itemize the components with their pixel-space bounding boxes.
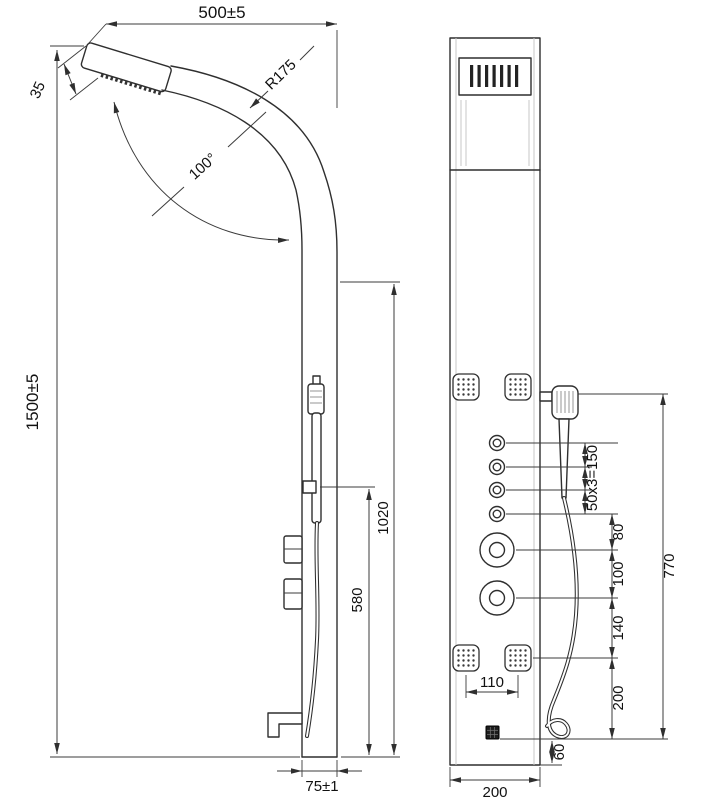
hand-shower-front bbox=[539, 385, 579, 499]
waterfall-grille bbox=[458, 57, 532, 96]
dim-label-knob-spacing: 100 bbox=[610, 561, 627, 586]
dim-controls-span: 770 bbox=[660, 394, 678, 739]
diverter-buttons bbox=[488, 434, 506, 523]
dim-overall-height: 1500±5 bbox=[23, 45, 300, 758]
dim-arm-radius: R175 bbox=[249, 45, 315, 109]
dim-label-head-thickness: 35 bbox=[27, 79, 49, 101]
dim-label-button-to-knob: 80 bbox=[610, 524, 627, 541]
dim-panel-depth: 75±1 bbox=[277, 760, 362, 795]
mixer-knob-top bbox=[479, 532, 515, 568]
hand-shower-handle bbox=[558, 418, 570, 499]
dim-outlet-offset: 60 bbox=[549, 741, 568, 763]
dim-label-panel-width: 200 bbox=[482, 784, 507, 800]
dim-label-hand-shower-height: 580 bbox=[349, 587, 366, 612]
body-jet-top-right bbox=[504, 373, 532, 401]
spout-side bbox=[267, 712, 303, 738]
body-jet-bottom-left bbox=[452, 644, 480, 672]
dim-jet-spacing: 110 bbox=[465, 674, 519, 698]
dim-knob-spacing: 100 bbox=[609, 550, 627, 598]
dim-hand-shower-height: 580 bbox=[320, 486, 375, 755]
dim-label-jet-spacing: 110 bbox=[480, 674, 504, 691]
dim-label-button-spacing: 50x3=150 bbox=[584, 445, 601, 511]
shower-head bbox=[80, 42, 172, 96]
body-jet-top-left bbox=[452, 373, 480, 401]
spray-nozzle-row bbox=[100, 73, 164, 96]
hand-shower-bracket bbox=[539, 391, 553, 402]
dim-label-panel-depth: 75±1 bbox=[305, 778, 338, 795]
dim-label-outlet-offset: 60 bbox=[551, 744, 568, 761]
dim-button-to-knob: 80 bbox=[609, 514, 627, 550]
dim-label-overall-height: 1500±5 bbox=[23, 374, 42, 431]
dim-label-controls-span: 770 bbox=[661, 553, 678, 578]
dim-label-arm-angle: 100° bbox=[186, 150, 220, 183]
wand-bracket bbox=[302, 480, 317, 494]
dim-jets-to-outlet: 200 bbox=[609, 658, 627, 739]
wand-handle bbox=[311, 412, 322, 524]
dim-label-panel-length: 1020 bbox=[375, 501, 392, 534]
dim-panel-width: 200 bbox=[449, 767, 541, 800]
hand-shower-side bbox=[302, 375, 325, 738]
mixer-knob-bottom bbox=[479, 580, 515, 616]
dim-overall-width: 500±5 bbox=[87, 3, 338, 108]
panel-front bbox=[449, 37, 541, 766]
dim-label-overall-width: 500±5 bbox=[198, 3, 245, 22]
water-outlet-front bbox=[485, 725, 500, 740]
shower-hose-front bbox=[545, 496, 579, 739]
dim-label-arm-radius: R175 bbox=[262, 56, 300, 93]
knob-side-bottom bbox=[283, 578, 303, 610]
ext-lines-front bbox=[500, 393, 668, 766]
dim-head-thickness: 35 bbox=[27, 45, 99, 101]
body-jet-bottom-right bbox=[504, 644, 532, 672]
wand-head bbox=[307, 383, 325, 415]
dim-button-spacing: 50x3=150 bbox=[582, 443, 601, 514]
dim-label-knob-to-jets: 140 bbox=[610, 615, 627, 640]
mixer-knobs-side bbox=[283, 535, 303, 610]
dim-label-jets-to-outlet: 200 bbox=[610, 685, 627, 710]
dim-panel-length: 1020 bbox=[340, 281, 400, 758]
dim-knob-to-jets: 140 bbox=[609, 598, 627, 658]
dim-arm-angle: 100° bbox=[113, 101, 290, 244]
